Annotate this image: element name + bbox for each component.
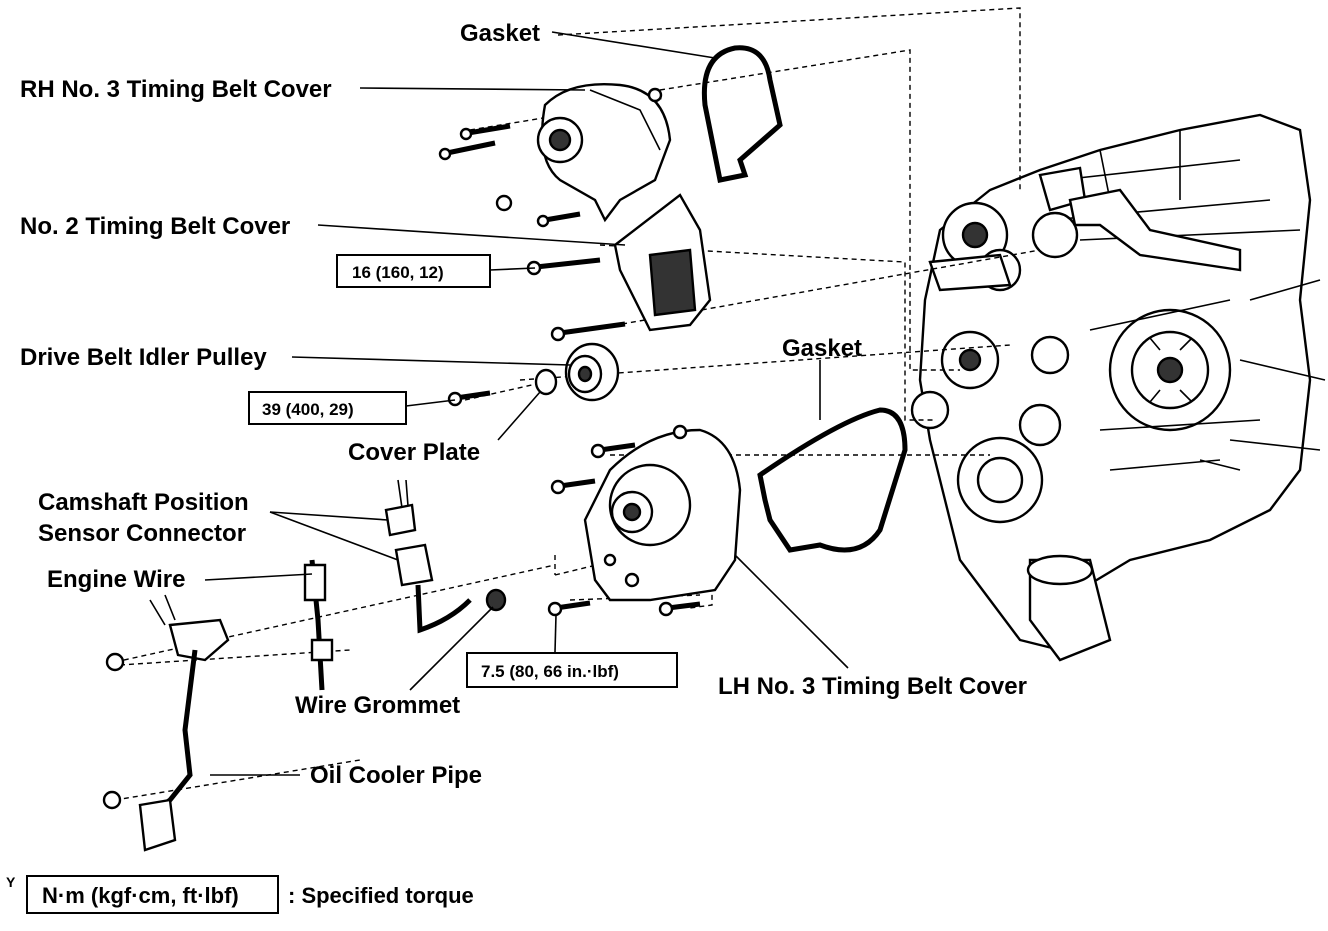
legend-box — [26, 875, 279, 914]
gasket-top-part — [701, 45, 783, 183]
no2-cover-part — [613, 193, 712, 332]
label-gasket-top: Gasket — [460, 20, 540, 47]
corner-mark: Y — [6, 874, 16, 890]
leader-lines — [204, 31, 849, 776]
legend: Y N·m (kgf·cm, ft·lbf) : Specified torqu… — [6, 874, 474, 914]
torque-value-3: 7.5 (80, 66 in.·lbf) — [481, 662, 619, 681]
legend-box-text: N·m (kgf·cm, ft·lbf) — [42, 883, 239, 908]
torque-boxes: 16 (160, 12) 39 (400, 29) 7.5 (80, 66 in… — [248, 254, 678, 688]
legend-description: : Specified torque — [288, 883, 474, 908]
engine-wire-part — [303, 559, 334, 691]
torque-box-3 — [466, 652, 678, 688]
label-lh-no3-timing-belt-cover: LH No. 3 Timing Belt Cover — [718, 673, 1027, 700]
torque-box-2 — [248, 391, 407, 425]
torque-value-1: 16 (160, 12) — [352, 263, 444, 282]
label-gasket-mid: Gasket — [782, 335, 862, 362]
wire-grommet-part — [485, 588, 507, 612]
label-engine-wire: Engine Wire — [47, 566, 185, 593]
bolts — [102, 123, 701, 810]
label-camshaft-position-line1: Camshaft Position — [38, 489, 249, 516]
label-no2-timing-belt-cover: No. 2 Timing Belt Cover — [20, 213, 290, 240]
label-wire-grommet: Wire Grommet — [295, 692, 460, 719]
label-cover-plate: Cover Plate — [348, 439, 480, 466]
label-drive-belt-idler-pulley: Drive Belt Idler Pulley — [20, 344, 267, 371]
torque-value-2: 39 (400, 29) — [262, 400, 354, 419]
cover-plate-part — [534, 368, 558, 396]
idler-pulley-part — [564, 342, 620, 402]
label-oil-cooler-pipe: Oil Cooler Pipe — [310, 762, 482, 789]
gasket-mid-part — [757, 407, 908, 553]
cam-sensor-connector-part — [384, 479, 472, 634]
rh-cover-part — [536, 83, 672, 223]
part-labels: Gasket RH No. 3 Timing Belt Cover No. 2 … — [20, 20, 1027, 789]
label-rh-no3-timing-belt-cover: RH No. 3 Timing Belt Cover — [20, 76, 332, 103]
label-camshaft-position-line2: Sensor Connector — [38, 520, 246, 547]
lh-cover-part — [583, 424, 742, 602]
torque-box-1 — [336, 254, 491, 288]
oil-cooler-pipe-part — [138, 594, 230, 852]
engine-assembly — [910, 113, 1326, 662]
